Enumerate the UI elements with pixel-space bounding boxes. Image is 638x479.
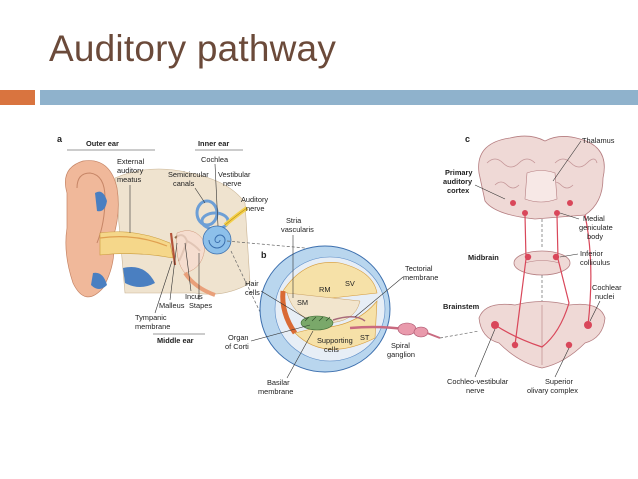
organ-of-corti-label: Organ bbox=[228, 333, 249, 342]
spiral-ganglion-shape bbox=[397, 322, 417, 336]
tympanic-label: Tympanic bbox=[135, 313, 167, 322]
basilar-label: Basilar bbox=[267, 378, 290, 387]
svg-text:nerve: nerve bbox=[466, 386, 485, 395]
sm-label: SM bbox=[297, 298, 308, 307]
cochleo-vestibular-label: Cochleo-vestibular bbox=[447, 377, 509, 386]
supporting-cells-label: Supporting bbox=[317, 336, 353, 345]
svg-text:membrane: membrane bbox=[403, 273, 438, 282]
panel-c-letter: c bbox=[465, 134, 470, 144]
panel-b: b RM SV SM ST Supporting cells Stria vas… bbox=[225, 216, 441, 396]
cochlear-nuclei-label: Cochlear bbox=[592, 283, 622, 292]
middle-ear-label: Middle ear bbox=[157, 336, 194, 345]
svg-text:ganglion: ganglion bbox=[387, 350, 415, 359]
rm-label: RM bbox=[319, 285, 331, 294]
tectorial-membrane-shape bbox=[332, 316, 366, 322]
malleus-label: Malleus bbox=[159, 301, 185, 310]
scala-tympani bbox=[294, 300, 378, 350]
stria-label: Stria bbox=[286, 216, 302, 225]
pinna bbox=[65, 160, 119, 298]
svg-text:cortex: cortex bbox=[447, 186, 470, 195]
brainstem-label: Brainstem bbox=[443, 302, 480, 311]
cartilage-blue-1 bbox=[95, 191, 107, 212]
sv-label: SV bbox=[345, 279, 355, 288]
cochlea-shape bbox=[202, 225, 232, 255]
svg-text:cells: cells bbox=[245, 288, 260, 297]
panel-a: a Outer ear Inner ear Exte bbox=[57, 134, 306, 345]
tympanic-membrane-shape bbox=[169, 232, 177, 266]
panel-a-letter: a bbox=[57, 134, 63, 144]
eustachian-tube bbox=[183, 271, 216, 297]
cochlea-label: Cochlea bbox=[201, 155, 229, 164]
title-accent-bar-blue bbox=[40, 90, 638, 105]
auditory-nerve-label: Auditory bbox=[241, 195, 268, 204]
svg-text:auditory: auditory bbox=[117, 166, 144, 175]
cartilage-blue-2 bbox=[91, 272, 107, 289]
svg-text:membrane: membrane bbox=[258, 387, 293, 396]
svg-text:membrane: membrane bbox=[135, 322, 170, 331]
title-accent-bar-orange bbox=[0, 90, 35, 105]
superior-olivary-label: Superior bbox=[545, 377, 573, 386]
vestibular-nerve-label: Vestibular bbox=[218, 170, 251, 179]
stapes-label: Stapes bbox=[189, 301, 212, 310]
inner-ear-label: Inner ear bbox=[198, 139, 229, 148]
midbrain-label: Midbrain bbox=[468, 253, 499, 262]
auditory-pathway-figure: a Outer ear Inner ear Exte bbox=[55, 133, 627, 405]
hair-cells-label: Hair bbox=[245, 279, 259, 288]
slide-title: Auditory pathway bbox=[49, 28, 337, 69]
panel-b-letter: b bbox=[261, 250, 267, 260]
svg-text:colliculus: colliculus bbox=[580, 258, 610, 267]
figure-svg: a Outer ear Inner ear Exte bbox=[57, 134, 622, 396]
svg-text:canals: canals bbox=[173, 179, 195, 188]
organ-of-corti-shape bbox=[300, 315, 334, 331]
semicircular-label: Semicircular bbox=[168, 170, 209, 179]
svg-text:nerve: nerve bbox=[223, 179, 242, 188]
spiral-ganglion-label: Spiral bbox=[391, 341, 410, 350]
mgb-label: Medial bbox=[583, 214, 605, 223]
svg-text:meatus: meatus bbox=[117, 175, 142, 184]
panel-c: c Thalamus Primary auditory c bbox=[439, 134, 622, 395]
ear-canal bbox=[99, 231, 174, 259]
scala-vestibuli bbox=[282, 262, 378, 302]
ascending-pathway-left bbox=[514, 214, 527, 346]
svg-text:geniculate: geniculate bbox=[579, 223, 613, 232]
pinna-fold bbox=[76, 172, 106, 244]
st-label: ST bbox=[360, 333, 370, 342]
external-meatus-label: External bbox=[117, 157, 144, 166]
incus-label: Incus bbox=[185, 292, 203, 301]
svg-text:of Corti: of Corti bbox=[225, 342, 249, 351]
svg-text:cells: cells bbox=[324, 345, 339, 354]
svg-text:olivary complex: olivary complex bbox=[527, 386, 578, 395]
thalamus-label: Thalamus bbox=[582, 136, 615, 145]
svg-text:vascularis: vascularis bbox=[281, 225, 314, 234]
thalamus-shape bbox=[524, 170, 558, 203]
svg-text:body: body bbox=[587, 232, 603, 241]
inferior-colliculus-label: Inferior bbox=[580, 249, 604, 258]
svg-text:nuclei: nuclei bbox=[595, 292, 615, 301]
outer-ear-label: Outer ear bbox=[86, 139, 119, 148]
svg-text:nerve: nerve bbox=[246, 204, 265, 213]
svg-text:auditory: auditory bbox=[443, 177, 473, 186]
primary-cortex-label: Primary bbox=[445, 168, 473, 177]
tectorial-label: Tectorial bbox=[405, 264, 433, 273]
ascending-pathway-right bbox=[494, 214, 570, 348]
